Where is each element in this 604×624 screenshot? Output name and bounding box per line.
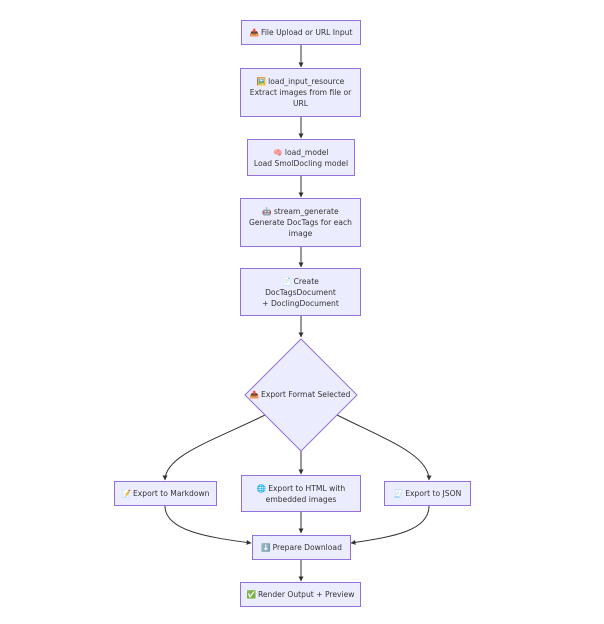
check-icon: ✅: [246, 590, 256, 599]
memo-icon: 📝: [121, 489, 131, 498]
file-upload-label: File Upload or URL Input: [261, 28, 353, 37]
image-icon: 🖼️: [256, 77, 267, 86]
create-document-node: 📄Create DocTagsDocument + DoclingDocumen…: [240, 268, 361, 316]
load-input-resource-desc-1: Extract images from file or: [249, 88, 352, 97]
create-document-desc-2: + DoclingDocument: [262, 298, 339, 308]
document-icon: 📄: [282, 276, 292, 286]
export-json-label: Export to JSON: [405, 489, 462, 498]
globe-icon: 🌐: [256, 483, 267, 493]
stream-generate-node: 🤖stream_generate Generate DocTags for ea…: [240, 198, 361, 247]
export-format-selected-label: Export Format Selected: [261, 390, 351, 399]
file-upload-node: 📤File Upload or URL Input: [241, 20, 361, 45]
prepare-download-label: Prepare Download: [272, 543, 342, 552]
upload-icon: 📤: [249, 390, 260, 399]
brain-icon: 🧠: [273, 147, 283, 157]
render-output-node: ✅Render Output + Preview: [240, 582, 361, 607]
prepare-download-node: ⬇️Prepare Download: [252, 535, 351, 560]
load-input-resource-node: 🖼️load_input_resource Extract images fro…: [240, 68, 361, 117]
create-document-desc-1: DocTagsDocument: [265, 287, 336, 297]
export-markdown-node: 📝Export to Markdown: [114, 481, 217, 506]
upload-icon: 📤: [249, 28, 259, 37]
load-model-desc: Load SmolDocling model: [253, 158, 349, 168]
edge-json-to-prepare: [350, 505, 430, 545]
export-html-desc: embedded images: [265, 494, 337, 504]
create-document-title: Create: [293, 276, 319, 286]
export-format-selected-node: 📤Export Format Selected: [241, 388, 359, 402]
stream-generate-desc-1: Generate DocTags for each: [249, 218, 352, 227]
render-output-label: Render Output + Preview: [257, 590, 355, 599]
load-input-resource-desc-2: URL: [292, 99, 309, 108]
export-html-node: 🌐Export to HTML with embedded images: [241, 475, 361, 512]
robot-icon: 🤖: [262, 207, 272, 216]
download-icon: ⬇️: [261, 543, 271, 552]
load-model-node: 🧠load_model Load SmolDocling model: [247, 139, 355, 176]
export-json-node: 🧾Export to JSON: [384, 481, 471, 506]
export-markdown-label: Export to Markdown: [132, 489, 210, 498]
export-html-title: Export to HTML with: [268, 483, 346, 493]
receipt-icon: 🧾: [393, 489, 404, 498]
load-input-resource-title: load_input_resource: [268, 77, 345, 86]
export-format-diamond-shape: [244, 338, 358, 452]
edge-select-to-markdown: [162, 414, 266, 481]
edge-markdown-to-prepare: [164, 505, 252, 545]
stream-generate-desc-2: image: [288, 229, 313, 238]
edge-select-to-json: [336, 414, 432, 481]
stream-generate-title: stream_generate: [273, 207, 339, 216]
load-model-title: load_model: [284, 147, 329, 157]
